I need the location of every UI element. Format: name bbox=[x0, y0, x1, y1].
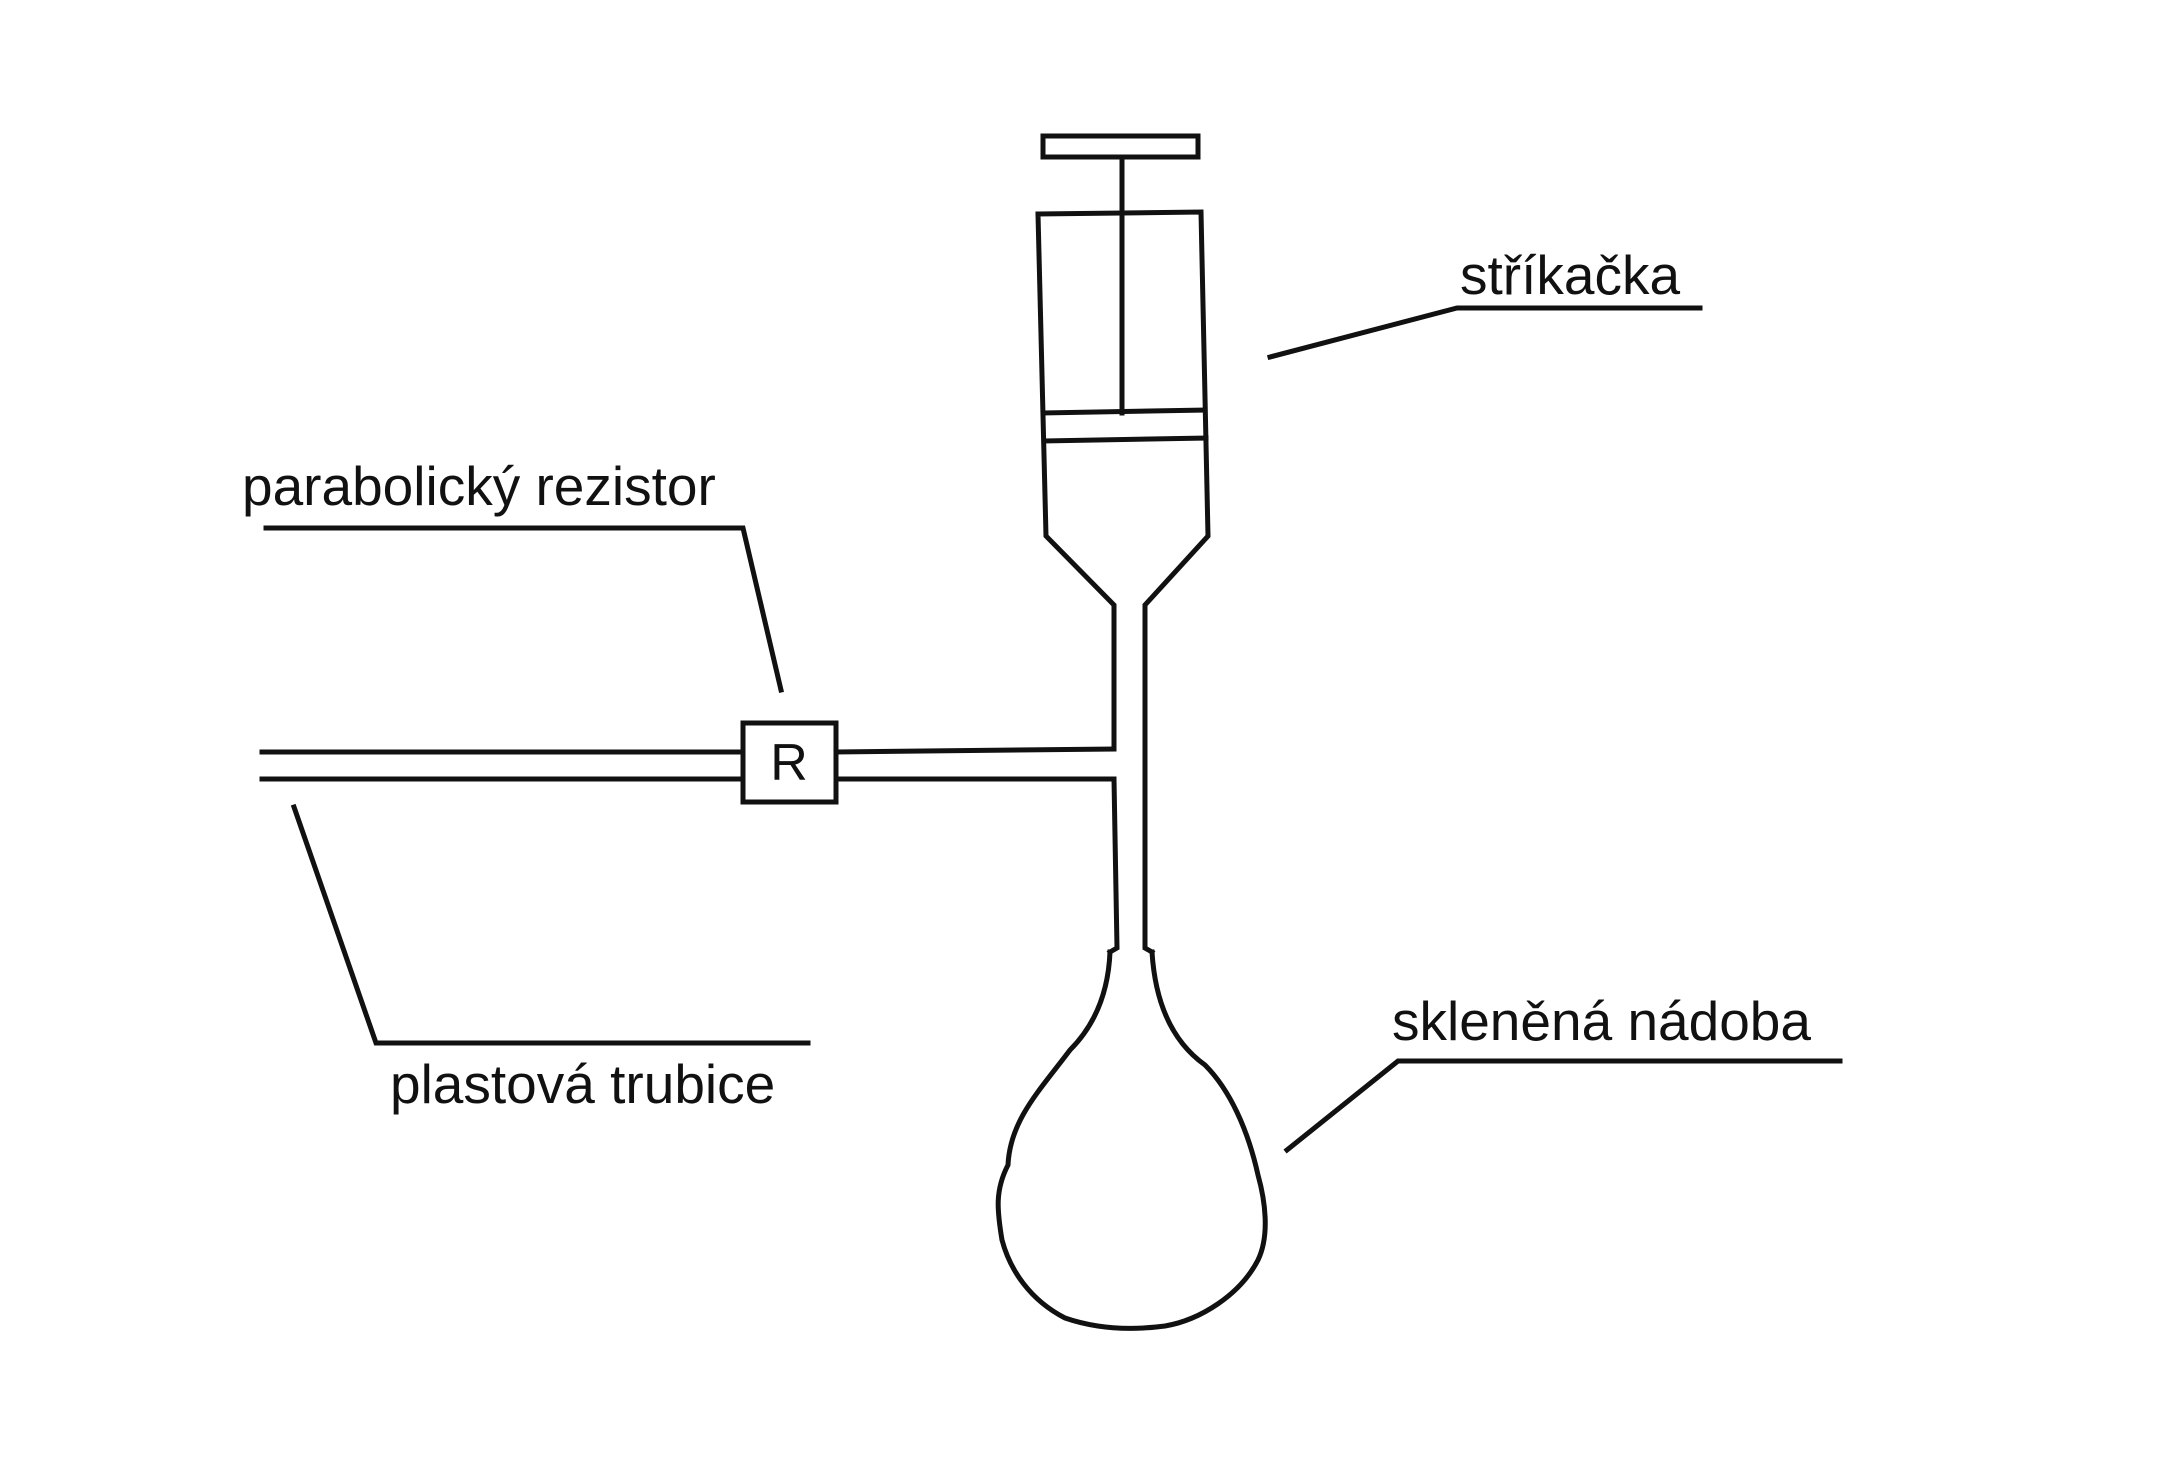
resistor-box bbox=[740, 720, 839, 805]
leader-tube bbox=[290, 803, 811, 1046]
syringe-plunger-handle bbox=[1040, 133, 1201, 160]
syringe-piston-bottom bbox=[1041, 435, 1209, 444]
label-resistor: parabolický rezistor bbox=[242, 455, 716, 517]
vessel-neck-right bbox=[1142, 755, 1156, 956]
leader-syringe bbox=[1266, 305, 1703, 361]
label-syringe: stříkačka bbox=[1460, 244, 1680, 306]
leader-resistor bbox=[263, 525, 785, 694]
glass-vessel bbox=[995, 755, 1268, 1331]
syringe-barrel bbox=[1035, 209, 1211, 761]
vessel-neck-left bbox=[1106, 776, 1120, 956]
parabolic-resistor: R bbox=[740, 720, 839, 805]
label-tube: plastová trubice bbox=[390, 1053, 775, 1115]
plastic-tube bbox=[259, 746, 1117, 782]
resistor-symbol: R bbox=[770, 734, 808, 792]
label-vessel: skleněná nádoba bbox=[1392, 990, 1811, 1052]
vessel-bulb bbox=[995, 949, 1268, 1331]
syringe-piston-top bbox=[1040, 407, 1208, 416]
leader-vessel bbox=[1283, 1058, 1843, 1154]
tube-upper-wall-right bbox=[833, 746, 1117, 755]
syringe bbox=[1035, 133, 1211, 761]
